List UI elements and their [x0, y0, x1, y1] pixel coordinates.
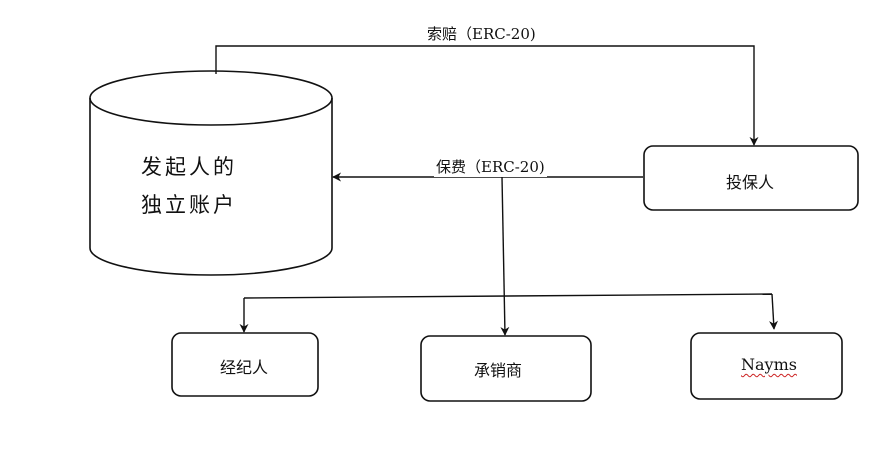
- underwriter-box: [420, 335, 592, 402]
- claim-edge: [215, 45, 759, 146]
- distribution-line: [243, 293, 773, 299]
- broker-label: 经纪人: [220, 358, 269, 377]
- nayms-box: [690, 332, 843, 400]
- nayms-label: Nayms: [741, 355, 797, 374]
- policyholder-label: 投保人: [726, 173, 775, 192]
- broker-box: [171, 332, 319, 397]
- claim-label: 索赔（ERC-20): [427, 25, 536, 43]
- premium-label: 保费（ERC-20): [434, 156, 547, 177]
- account-label-line2: 独立账户: [141, 193, 237, 217]
- policyholder-box: [643, 145, 859, 211]
- account-label-line1: 发起人的: [141, 155, 237, 179]
- branch-nayms: [769, 293, 779, 330]
- account-cylinder: [89, 70, 333, 276]
- underwriter-label: 承销商: [474, 361, 523, 380]
- premium-branch-underwriter: [500, 176, 510, 336]
